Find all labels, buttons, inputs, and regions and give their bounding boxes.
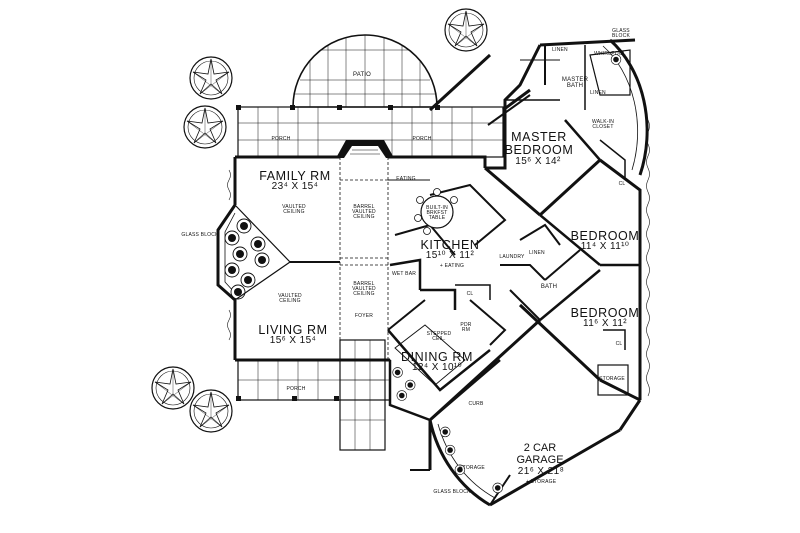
porch-left-label: PORCH [271,136,291,142]
family-room-dimensions: 23⁴ X 15⁴ [271,181,319,192]
bedroom-2-label: BEDROOM [570,306,640,320]
bath-label: BATH [540,284,558,290]
patio-label: PATIO [352,72,372,78]
tree-mid-left [183,105,227,149]
porch-right-label: PORCH [412,136,432,142]
garage [410,359,642,507]
patio [292,34,438,108]
breakfast-table-label: BUILT-IN BRKFST TABLE [426,205,448,221]
powder-room-label: PDR RM [460,322,472,333]
barrel-vaulted-family: BARREL VAULTED CEILING [352,204,376,220]
barrel-vaulted-foyer: BARREL VAULTED CEILING [352,281,376,297]
tree-bottom-left-1 [151,366,195,410]
bedroom-1-label: BEDROOM [570,229,640,243]
storage-label-2: STORAGE [459,465,485,471]
stepped-ceiling-label: STEPPED CEIL. [426,331,452,342]
glass-block-bay-left [216,204,291,302]
linen-label-3: LINEN [529,250,545,256]
curb-label: CURB [468,401,484,407]
glass-block-bottom-label: GLASS BLOCK [433,489,471,495]
master-bedroom-label: MASTER BEDROOM [504,130,574,158]
closet-label-2: CL [466,291,474,297]
tree-top-left [189,56,233,100]
kitchen-note: + EATING [439,263,465,269]
wet-bar-label: WET BAR [391,271,417,277]
garage-note: + STORAGE [525,479,557,485]
storage-label-1: STORAGE [599,376,625,382]
closet-label-3: CL [615,341,623,347]
dining-room-label: DINING RM [400,350,474,364]
garage-plants [439,426,503,494]
garage-dimensions: 21⁶ X 21⁸ [517,466,565,477]
master-bath-label: MASTER BATH [561,77,589,89]
family-room-label: FAMILY RM [259,169,331,183]
whirlpool-label: WHIRLPOOL [594,51,626,57]
front-porch [236,339,391,451]
glass-block-top-label: GLASS BLOCK [612,28,630,39]
eating-label: EATING [396,176,416,182]
walk-in-closet-label: WALK-IN CLOSET [591,119,615,130]
left-edge-hatch [227,169,231,341]
fireplace [336,140,394,158]
glass-block-left-label: GLASS BLOCK [181,232,219,238]
kitchen-label: KITCHEN [420,238,480,252]
breakfast-table [414,188,458,235]
kitchen-dimensions: 15¹⁰ X 11² [425,250,475,261]
laundry-label: LAUNDRY [499,254,525,260]
garage-label: 2 CAR GARAGE [516,442,564,466]
bedroom-1-dimensions: 11⁴ X 11¹⁰ [580,241,630,252]
living-room-label: LIVING RM [258,323,328,337]
master-bedroom-dimensions: 15⁶ X 14² [515,156,561,167]
vaulted-ceiling-family: VAULTED CEILING [282,204,306,215]
glass-block-master-bath [602,38,649,176]
interior-walls [290,45,640,392]
living-room-dimensions: 15⁶ X 15⁴ [269,335,317,346]
tree-top-center [444,8,488,52]
bedroom-2-dimensions: 11⁶ X 11² [582,318,628,329]
porch-front-label: PORCH [286,386,306,392]
foyer-label: FOYER [354,313,374,319]
right-edge-hatch [646,119,650,397]
dining-room-dimensions: 12⁴ X 10¹⁰ [411,362,463,373]
vaulted-ceiling-living: VAULTED CEILING [278,293,302,304]
closet-label-1: CL [618,181,626,187]
linen-label-1: LINEN [552,47,568,53]
tree-bottom-left-2 [189,389,233,433]
linen-label-2: LINEN [590,90,606,96]
